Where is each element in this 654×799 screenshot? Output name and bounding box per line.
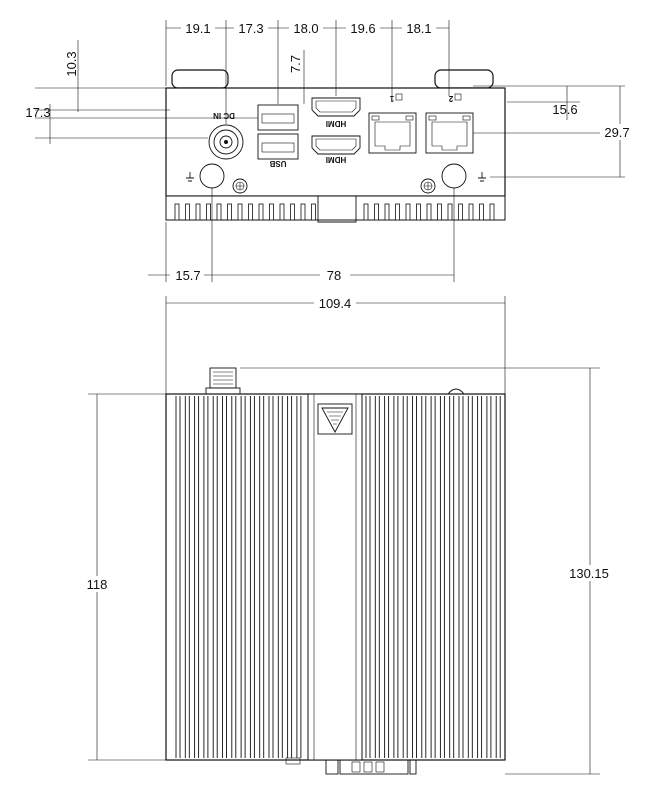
front-fin <box>384 203 390 221</box>
dim-top-1: 19.1 <box>185 21 210 36</box>
hdmi-ports <box>311 97 361 155</box>
dim-130-15: 130.15 <box>569 566 609 581</box>
front-fin <box>174 203 180 221</box>
front-fin <box>237 203 243 221</box>
dim-29-7-group: 29.7 <box>473 86 634 178</box>
usb-ports <box>257 104 299 160</box>
dim-top-5: 18.1 <box>406 21 431 36</box>
dim-130-15-group: 130.15 <box>240 367 612 775</box>
dim-top-2: 17.3 <box>238 21 263 36</box>
front-fin <box>290 203 295 221</box>
front-fin <box>395 203 400 221</box>
lan-icons <box>395 93 462 101</box>
front-fin <box>363 203 369 221</box>
dim-109-4: 109.4 <box>319 296 352 311</box>
front-fin <box>426 203 432 221</box>
dim-118-group: 118 <box>80 393 166 761</box>
front-fin <box>311 203 316 221</box>
warning-label <box>317 403 353 435</box>
dc-in-label: DC IN <box>213 111 235 120</box>
bottom-connector <box>285 757 417 775</box>
front-fin <box>206 203 211 221</box>
dim-17-3-left: 17.3 <box>25 105 50 120</box>
front-panel <box>165 87 506 197</box>
lan2-label: 2 <box>448 94 453 103</box>
ground-screw-left <box>232 178 248 194</box>
top-bump-right <box>447 388 465 395</box>
front-fin <box>279 203 285 221</box>
dim-10-3: 10.3 <box>64 51 79 76</box>
dc-in-connector <box>208 124 244 160</box>
dim-7-7: 7.7 <box>288 55 303 73</box>
dim-15-6: 15.6 <box>552 102 577 117</box>
dim-118: 118 <box>87 577 108 592</box>
front-fin <box>437 203 442 221</box>
front-view: DC IN USB HDMI HDMI <box>25 20 634 283</box>
front-fin <box>458 203 463 221</box>
dim-109-4-group: 109.4 <box>165 294 506 395</box>
dim-10-3-group: 10.3 <box>35 40 170 112</box>
top-foot-left <box>171 69 229 89</box>
dim-17-3-left-group: 17.3 <box>25 104 258 144</box>
front-fin <box>216 203 222 221</box>
ground-screw-right <box>420 178 436 194</box>
top-dc-connector <box>205 367 241 395</box>
usb-label: USB <box>269 159 286 168</box>
dim-top-3: 18.0 <box>293 21 318 36</box>
front-fin <box>468 203 474 221</box>
front-fin <box>269 203 274 221</box>
front-fin <box>405 203 411 221</box>
lan-port-1 <box>368 112 417 154</box>
top-heatsink-fins <box>175 396 501 758</box>
front-fin <box>447 203 453 221</box>
front-heatsink-fins <box>165 195 506 223</box>
front-fin <box>258 203 264 221</box>
hdmi-label-1: HDMI <box>326 119 346 128</box>
top-foot-right <box>434 69 494 89</box>
top-dimension-chain: 19.1 17.3 18.0 19.6 18.1 <box>165 20 450 124</box>
dim-15-7: 15.7 <box>175 268 200 283</box>
ground-icon-left <box>186 172 194 182</box>
front-fin <box>248 203 253 221</box>
dim-bottom-front-group: 15.7 78 <box>148 188 455 283</box>
dim-top-4: 19.6 <box>350 21 375 36</box>
dim-15-6-group: 15.6 <box>473 85 625 120</box>
dim-7-7-group: 7.7 <box>288 50 305 104</box>
front-fin <box>489 203 495 221</box>
top-view: 109.4 <box>80 294 612 775</box>
ground-icon-right <box>478 172 486 182</box>
front-fin <box>416 203 421 221</box>
lan1-label: 1 <box>389 94 394 103</box>
front-fin <box>195 203 201 221</box>
front-fin <box>185 203 190 221</box>
front-fin <box>479 203 484 221</box>
front-fin <box>227 203 232 221</box>
hdmi-label-2: HDMI <box>326 155 346 164</box>
front-fin <box>300 203 306 221</box>
dim-29-7: 29.7 <box>604 125 629 140</box>
front-fin <box>374 203 379 221</box>
dim-78: 78 <box>327 268 341 283</box>
din-rail-channel <box>307 393 363 761</box>
